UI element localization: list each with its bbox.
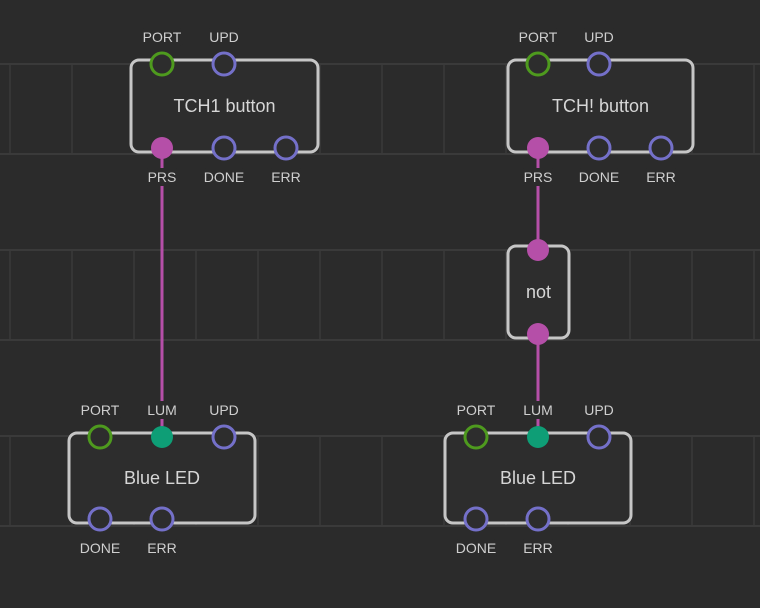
pin-err-pulse[interactable] bbox=[525, 506, 551, 532]
pin-label: LUM bbox=[523, 402, 553, 418]
pin-label-bg bbox=[79, 539, 121, 557]
pin-label: PRS bbox=[524, 169, 553, 185]
pin-label: DONE bbox=[456, 540, 496, 556]
pin-label-bg bbox=[578, 168, 620, 186]
pin-label-bg bbox=[207, 28, 241, 46]
pin-label-bg bbox=[269, 168, 303, 186]
pin-upd-pulse[interactable] bbox=[211, 424, 237, 450]
node-title: Blue LED bbox=[500, 468, 576, 488]
pin-output-boolean[interactable] bbox=[527, 323, 549, 345]
pin-label: ERR bbox=[271, 169, 301, 185]
pin-label: ERR bbox=[646, 169, 676, 185]
node-led2[interactable]: Blue LED PORT LUM UPD DONE ERR bbox=[443, 401, 633, 557]
pin-label: PORT bbox=[81, 402, 120, 418]
pin-label: DONE bbox=[204, 169, 244, 185]
node-tch2[interactable]: TCH! button PORT UPD PRS DONE ERR bbox=[506, 28, 695, 186]
pin-done-pulse[interactable] bbox=[586, 135, 612, 161]
pin-port-port[interactable] bbox=[149, 51, 175, 77]
pin-upd-pulse[interactable] bbox=[586, 424, 612, 450]
pin-label: DONE bbox=[80, 540, 120, 556]
pin-port-port[interactable] bbox=[87, 424, 113, 450]
node-title: not bbox=[526, 282, 551, 302]
pin-label-bg bbox=[521, 401, 555, 419]
pin-label-bg bbox=[521, 168, 555, 186]
pin-done-pulse[interactable] bbox=[211, 135, 237, 161]
pin-label-bg bbox=[582, 401, 616, 419]
links bbox=[160, 148, 540, 436]
pin-done-pulse[interactable] bbox=[463, 506, 489, 532]
pin-upd-pulse[interactable] bbox=[211, 51, 237, 77]
pin-label-bg bbox=[145, 539, 179, 557]
pin-err-pulse[interactable] bbox=[149, 506, 175, 532]
pin-label: PORT bbox=[143, 29, 182, 45]
pin-label: PORT bbox=[519, 29, 558, 45]
pin-label-bg bbox=[79, 401, 121, 419]
pin-upd-pulse[interactable] bbox=[586, 51, 612, 77]
pin-err-pulse[interactable] bbox=[273, 135, 299, 161]
pin-label: UPD bbox=[584, 29, 614, 45]
pin-label-bg bbox=[455, 539, 497, 557]
pin-label: ERR bbox=[147, 540, 177, 556]
node-title: TCH! button bbox=[552, 96, 649, 116]
pin-label-bg bbox=[521, 539, 555, 557]
pin-prs-boolean[interactable] bbox=[527, 137, 549, 159]
pin-lum-number[interactable] bbox=[151, 426, 173, 448]
pin-port-port[interactable] bbox=[525, 51, 551, 77]
pin-input-boolean[interactable] bbox=[527, 239, 549, 261]
node-title: TCH1 button bbox=[173, 96, 275, 116]
pin-label-bg bbox=[517, 28, 559, 46]
pin-label: PORT bbox=[457, 402, 496, 418]
pin-label: LUM bbox=[147, 402, 177, 418]
node-tch1[interactable]: TCH1 button PORT UPD PRS DONE ERR bbox=[129, 28, 320, 186]
pin-label-bg bbox=[644, 168, 678, 186]
node-led1[interactable]: Blue LED PORT LUM UPD DONE ERR bbox=[67, 401, 257, 557]
pin-label-bg bbox=[145, 401, 179, 419]
pin-lum-number[interactable] bbox=[527, 426, 549, 448]
pin-label: UPD bbox=[209, 29, 239, 45]
pin-label-bg bbox=[207, 401, 241, 419]
pin-label: PRS bbox=[148, 169, 177, 185]
pin-label: UPD bbox=[209, 402, 239, 418]
pin-port-port[interactable] bbox=[463, 424, 489, 450]
pin-label-bg bbox=[203, 168, 245, 186]
node-title: Blue LED bbox=[124, 468, 200, 488]
pin-label-bg bbox=[455, 401, 497, 419]
pin-label-bg bbox=[582, 28, 616, 46]
pin-label: DONE bbox=[579, 169, 619, 185]
node-not1[interactable]: not bbox=[506, 239, 571, 345]
pin-label: UPD bbox=[584, 402, 614, 418]
pin-done-pulse[interactable] bbox=[87, 506, 113, 532]
pin-prs-boolean[interactable] bbox=[151, 137, 173, 159]
pin-label-bg bbox=[145, 168, 179, 186]
pin-label-bg bbox=[141, 28, 183, 46]
pin-err-pulse[interactable] bbox=[648, 135, 674, 161]
pin-label: ERR bbox=[523, 540, 553, 556]
